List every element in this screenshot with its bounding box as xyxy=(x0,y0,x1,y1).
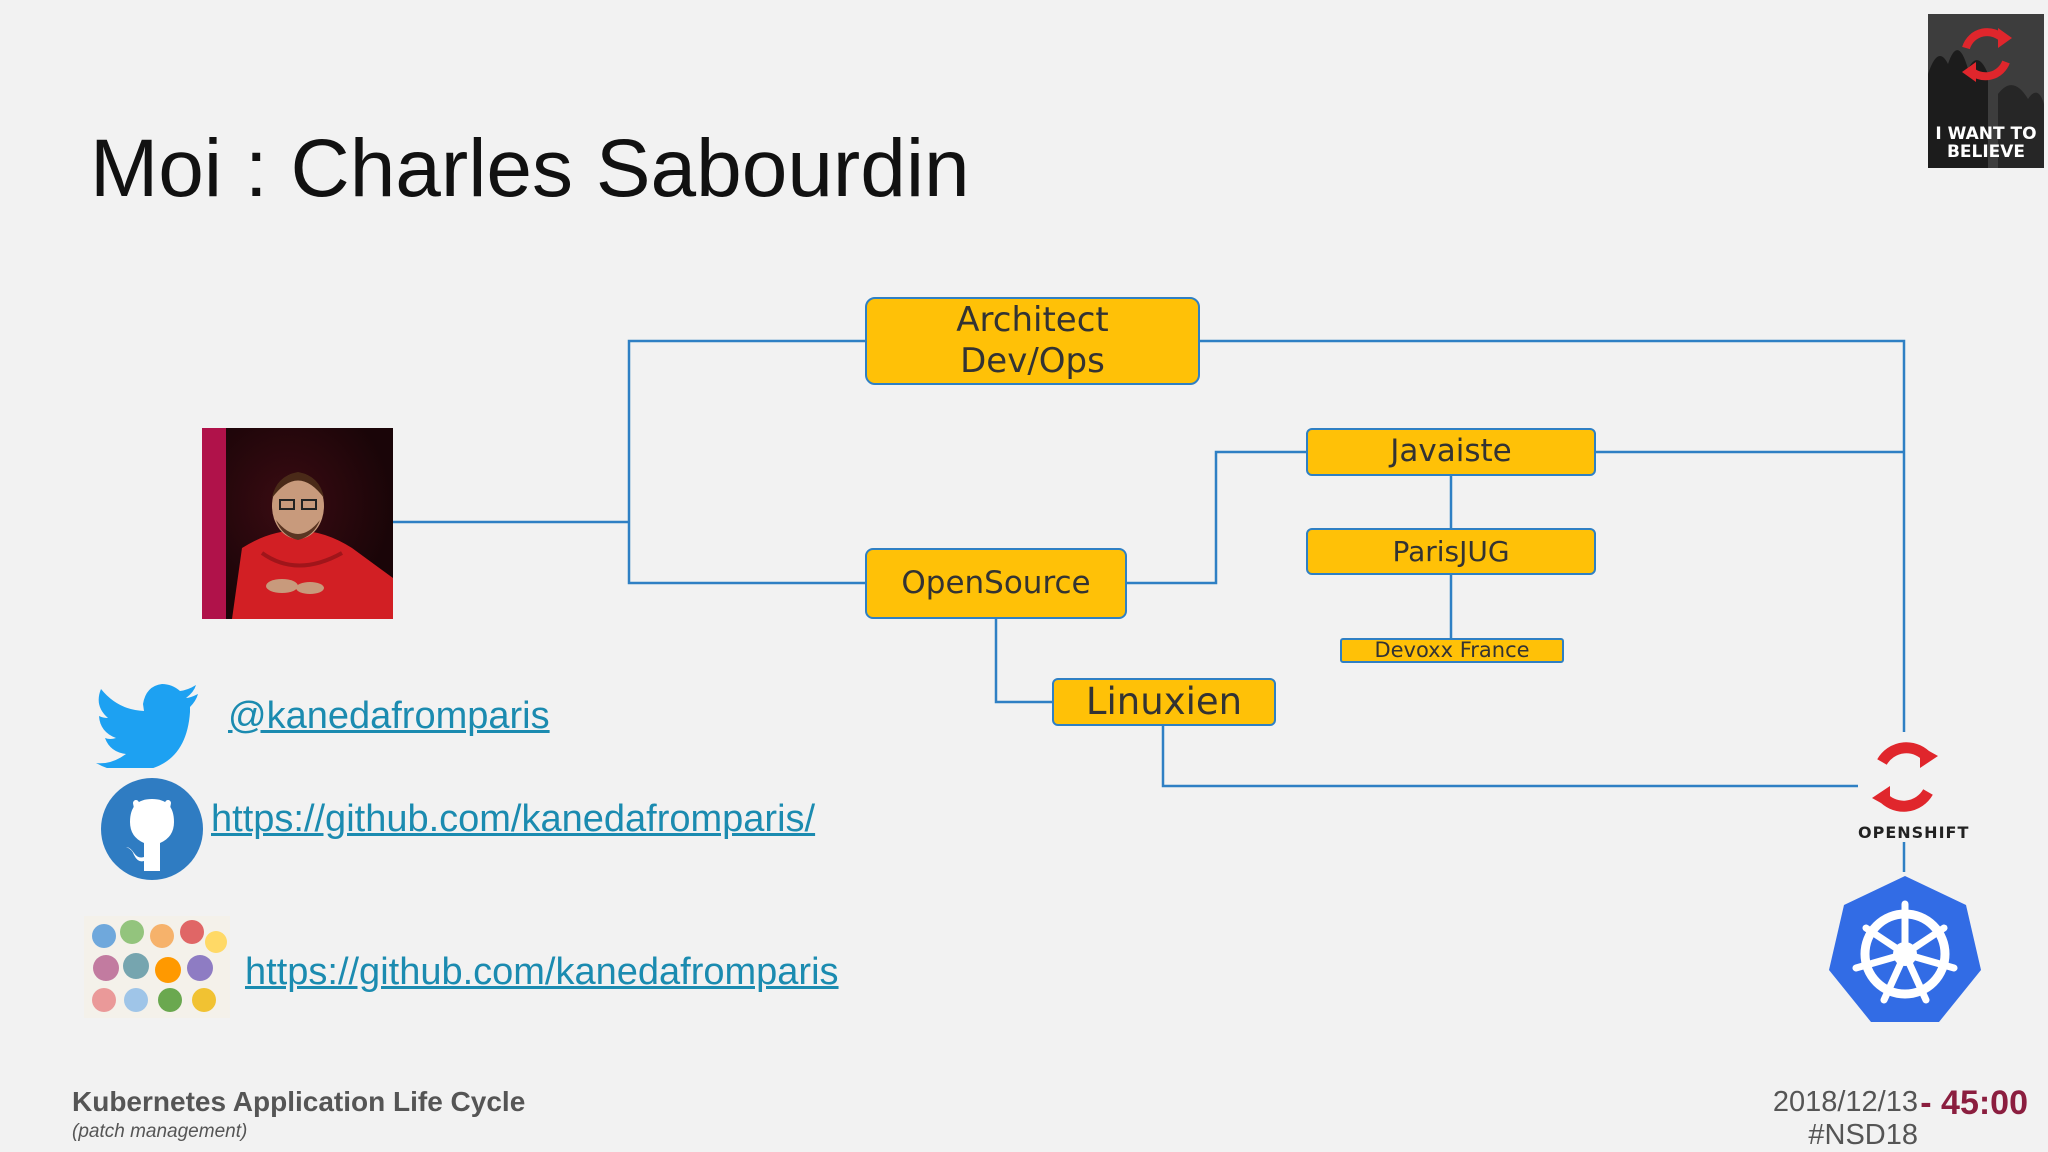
speaker-photo xyxy=(202,428,393,619)
github-icon xyxy=(100,777,204,886)
node-devoxx-france: Devoxx France xyxy=(1340,638,1564,663)
believe-badge-image xyxy=(1928,14,2044,173)
footer-timer: - 45:00 xyxy=(1920,1084,2028,1122)
node-architect-line2: Dev/Ops xyxy=(960,341,1105,381)
twitter-icon xyxy=(96,684,200,773)
footer-title: Kubernetes Application Life Cycle xyxy=(72,1086,526,1117)
footer-subtitle: (patch management) xyxy=(72,1121,248,1142)
github-link[interactable]: https://github.com/kanedafromparis/ xyxy=(211,798,816,840)
node-javaiste: Javaiste xyxy=(1306,428,1596,476)
care-bears-image xyxy=(84,916,230,1023)
kubernetes-icon xyxy=(1826,872,1984,1035)
footer-date: 2018/12/13 xyxy=(1772,1086,1918,1118)
node-architect: Architect Dev/Ops xyxy=(865,297,1200,385)
twitter-link[interactable]: @kanedafromparis xyxy=(228,695,550,737)
believe-badge-text: I WANT TO BELIEVE xyxy=(1935,124,2037,162)
openshift-icon xyxy=(1862,734,1948,825)
footer-hashtag: #NSD18 xyxy=(1808,1119,1918,1151)
node-architect-line1: Architect xyxy=(956,300,1109,341)
github-org-link[interactable]: https://github.com/kanedafromparis xyxy=(245,951,839,993)
node-parisjug: ParisJUG xyxy=(1306,528,1596,575)
slide-title: Moi : Charles Sabourdin xyxy=(90,123,970,214)
node-linuxien: Linuxien xyxy=(1052,678,1276,726)
node-opensource: OpenSource xyxy=(865,548,1127,619)
openshift-label: OPENSHIFT xyxy=(1858,823,1970,842)
